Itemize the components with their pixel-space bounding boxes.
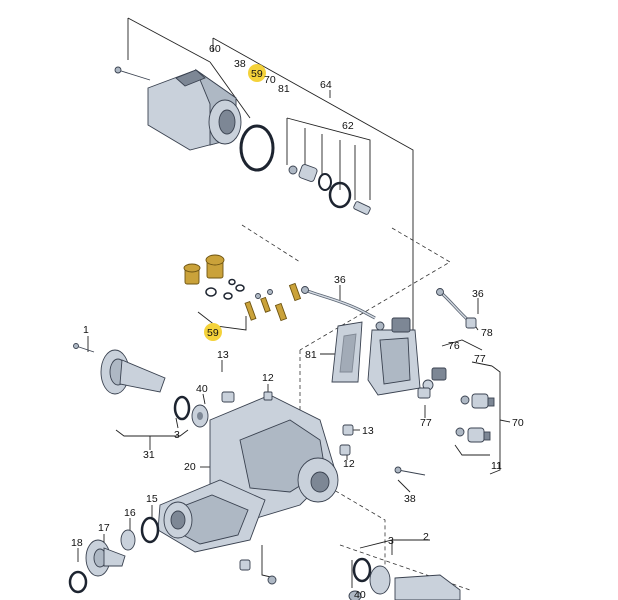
right-output-parts <box>239 557 461 600</box>
label-62: 62 <box>342 120 354 132</box>
label-15: 15 <box>146 493 158 505</box>
label-77-lower: 77 <box>420 417 432 429</box>
callout-labels: 60 38 59 70 81 64 62 36 36 78 59 1 13 81… <box>71 43 524 600</box>
label-31: 31 <box>143 449 155 461</box>
label-40: 40 <box>196 383 208 395</box>
label-17: 17 <box>98 522 110 534</box>
actuator-motor <box>114 66 275 172</box>
label-3-lower: 3 <box>388 535 394 547</box>
shaft-seal-parts <box>288 164 371 215</box>
label-20: 20 <box>184 461 196 473</box>
solenoid-parts <box>394 367 495 476</box>
label-64: 64 <box>320 79 332 91</box>
label-81-top: 81 <box>278 83 290 95</box>
label-81-lower: 81 <box>305 349 317 361</box>
label-2: 2 <box>423 531 429 543</box>
label-59-top: 59 <box>251 68 263 80</box>
highlight-59-lower <box>204 323 222 341</box>
control-valve-body <box>331 317 421 396</box>
label-13-right: 13 <box>362 425 374 437</box>
hydraulic-pipe <box>301 286 477 329</box>
label-1: 1 <box>83 324 89 336</box>
label-12-right: 12 <box>343 458 355 470</box>
label-78: 78 <box>481 327 493 339</box>
label-38-top: 38 <box>234 58 246 70</box>
label-77-right: 77 <box>474 353 486 365</box>
label-13-top: 13 <box>217 349 229 361</box>
label-70-right: 70 <box>512 417 524 429</box>
differential-housing <box>157 391 354 553</box>
label-12-top: 12 <box>262 372 274 384</box>
label-3-upper: 3 <box>174 429 180 441</box>
label-36-right: 36 <box>472 288 484 300</box>
label-70-top: 70 <box>264 74 276 86</box>
brass-fittings <box>183 254 302 322</box>
highlight-59-top <box>248 64 266 82</box>
label-11: 11 <box>491 460 502 472</box>
label-38-lower: 38 <box>404 493 416 505</box>
label-59-lower: 59 <box>207 327 219 339</box>
label-16: 16 <box>124 507 136 519</box>
label-60: 60 <box>209 43 221 55</box>
label-40-lower: 40 <box>354 589 366 600</box>
axle-flange <box>73 343 209 428</box>
output-shaft-parts <box>68 516 160 594</box>
label-76: 76 <box>448 340 460 352</box>
label-18: 18 <box>71 537 83 549</box>
label-36-left: 36 <box>334 274 346 286</box>
